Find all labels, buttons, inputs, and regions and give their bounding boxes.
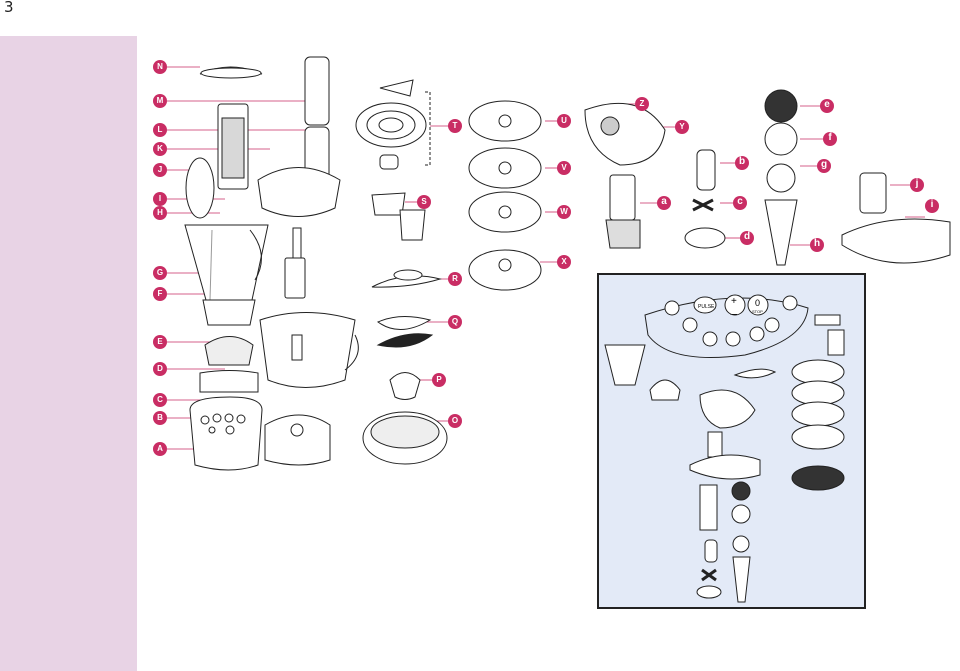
label-T: T — [448, 119, 462, 133]
processor-column — [257, 56, 359, 466]
label-P: P — [432, 373, 446, 387]
stop-label: STOP — [752, 309, 763, 314]
label-F: F — [153, 287, 167, 301]
label-M: M — [153, 94, 167, 108]
zero-label: 0 — [755, 298, 760, 308]
label-Z: Z — [635, 97, 649, 111]
label-X: X — [557, 255, 571, 269]
label-B: B — [153, 411, 167, 425]
label-c: c — [733, 196, 747, 210]
label-h: h — [810, 238, 824, 252]
label-G: G — [153, 266, 167, 280]
label-U: U — [557, 114, 571, 128]
label-E: E — [153, 335, 167, 349]
label-g: g — [817, 159, 831, 173]
label-e: e — [820, 99, 834, 113]
discs-column — [355, 79, 448, 465]
label-b: b — [735, 156, 749, 170]
side-band — [0, 36, 137, 671]
label-i: i — [925, 199, 939, 213]
label-A: A — [153, 442, 167, 456]
label-f: f — [823, 132, 837, 146]
label-a: a — [657, 196, 671, 210]
label-H: H — [153, 206, 167, 220]
label-Q: Q — [448, 315, 462, 329]
blender-column — [184, 66, 269, 471]
label-W: W — [557, 205, 571, 219]
label-L: L — [153, 123, 167, 137]
label-V: V — [557, 161, 571, 175]
grater-discs — [468, 100, 542, 291]
label-I: I — [153, 192, 167, 206]
label-R: R — [448, 272, 462, 286]
label-j: j — [910, 178, 924, 192]
label-N: N — [153, 60, 167, 74]
label-D: D — [153, 362, 167, 376]
accessory-panel: PULSE + — 0 STOP — [597, 273, 866, 609]
plus-label: + — [731, 296, 737, 307]
minus-label: — — [730, 311, 737, 318]
label-K: K — [153, 142, 167, 156]
label-C: C — [153, 393, 167, 407]
label-d: d — [740, 231, 754, 245]
label-J: J — [153, 163, 167, 177]
mincer-parts — [584, 89, 951, 266]
label-Y: Y — [675, 120, 689, 134]
label-S: S — [417, 195, 431, 209]
label-O: O — [448, 414, 462, 428]
page-number: 3 — [4, 0, 14, 16]
pulse-label: PULSE — [698, 304, 715, 310]
